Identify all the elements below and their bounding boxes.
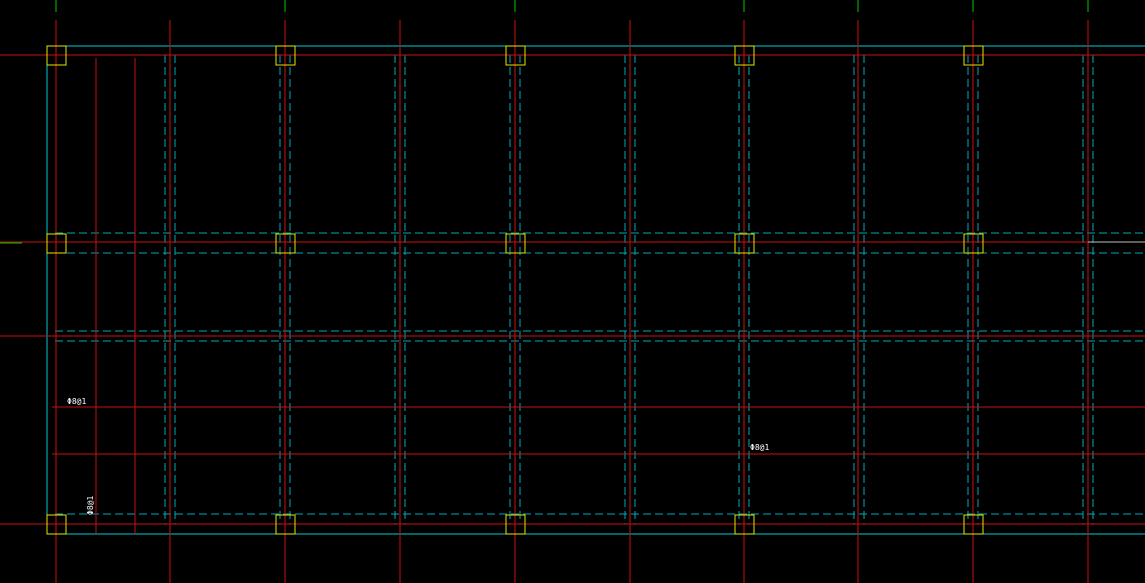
axis-grid-lines	[0, 0, 1089, 525]
column	[734, 45, 755, 66]
column	[275, 45, 296, 66]
column	[46, 514, 67, 535]
column	[46, 233, 67, 254]
column	[505, 514, 526, 535]
column	[963, 45, 984, 66]
rebar-label-1: Φ8@1	[67, 397, 86, 406]
column	[505, 45, 526, 66]
rebar-label-2: Φ8@1	[750, 443, 769, 452]
columns	[46, 45, 984, 535]
column	[963, 233, 984, 254]
column	[734, 233, 755, 254]
column	[963, 514, 984, 535]
column	[275, 514, 296, 535]
rebar-label-vertical: Φ8@1	[86, 496, 95, 515]
rebar-lines	[0, 20, 1145, 583]
column	[46, 45, 67, 66]
beam-lines	[46, 45, 1145, 535]
column	[734, 514, 755, 535]
annotations: Φ8@1 Φ8@1 Φ8@1	[67, 397, 769, 515]
column	[275, 233, 296, 254]
column	[505, 233, 526, 254]
